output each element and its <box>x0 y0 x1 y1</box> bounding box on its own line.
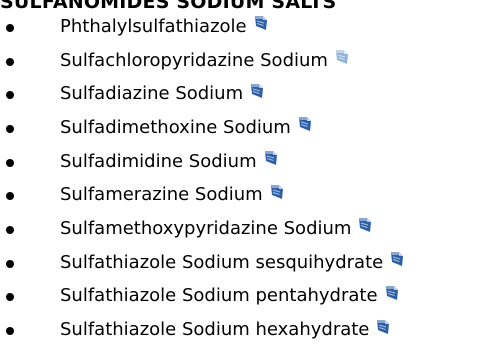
list-item: Sulfachloropyridazine Sodium <box>0 44 485 78</box>
document-link-icon[interactable] <box>297 116 312 133</box>
compound-name: Sulfathiazole Sodium pentahydrate <box>60 285 378 307</box>
bullet-point <box>6 158 14 167</box>
bullet-point <box>6 327 14 336</box>
document-link-icon[interactable] <box>263 150 278 167</box>
list-item: Sulfamerazine Sodium <box>0 178 485 212</box>
compound-name: Phthalylsulfathiazole <box>60 15 247 37</box>
bullet-point <box>6 57 14 66</box>
bullet-point <box>6 259 14 268</box>
bullet-point <box>6 91 14 100</box>
compound-name: Sulfachloropyridazine Sodium <box>60 49 328 71</box>
compound-name: Sulfadimethoxine Sodium <box>60 116 291 138</box>
list-item: Sulfathiazole Sodium hexahydrate <box>0 313 485 347</box>
bullet-point <box>6 192 14 201</box>
document-link-icon[interactable] <box>375 319 390 336</box>
bullet-point <box>6 23 14 32</box>
list-item: Sulfathiazole Sodium pentahydrate <box>0 280 485 314</box>
bullet-point <box>6 124 14 133</box>
document-link-icon[interactable] <box>249 83 264 100</box>
list-item: Sulfamethoxypyridazine Sodium <box>0 212 485 246</box>
bullet-point <box>6 293 14 302</box>
compound-name: Sulfadimidine Sodium <box>60 150 257 172</box>
document-link-icon[interactable] <box>269 184 284 201</box>
document-link-icon[interactable] <box>253 15 268 32</box>
section-heading: SULFANOMIDES SODIUM SALTS <box>0 0 337 13</box>
compound-name: Sulfadiazine Sodium <box>60 83 244 105</box>
list-item: Sulfadiazine Sodium <box>0 77 485 111</box>
compound-name: Sulfathiazole Sodium sesquihydrate <box>60 251 384 273</box>
compound-list: Phthalylsulfathiazole Sulfachloropyridaz… <box>0 10 485 347</box>
compound-name: Sulfamerazine Sodium <box>60 184 263 206</box>
list-item: Sulfadimidine Sodium <box>0 145 485 179</box>
compound-name: Sulfathiazole Sodium hexahydrate <box>60 319 370 341</box>
compound-name: Sulfamethoxypyridazine Sodium <box>60 217 352 239</box>
bullet-point <box>6 225 14 234</box>
list-item: Phthalylsulfathiazole <box>0 10 485 44</box>
list-item: Sulfathiazole Sodium sesquihydrate <box>0 246 485 280</box>
document-link-icon[interactable] <box>357 217 372 234</box>
document-link-icon[interactable] <box>389 251 404 268</box>
list-item: Sulfadimethoxine Sodium <box>0 111 485 145</box>
document-link-icon[interactable] <box>384 285 399 302</box>
document-link-icon-faded[interactable] <box>334 49 349 66</box>
